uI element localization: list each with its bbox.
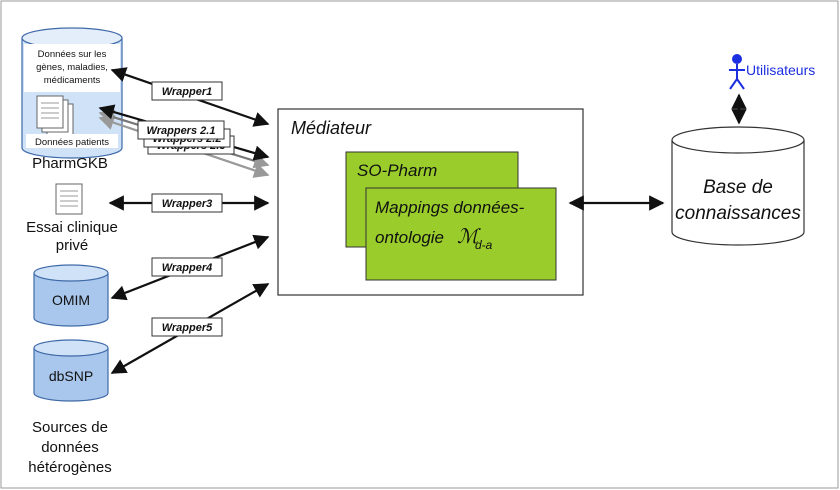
mappings-symbol: ℳ xyxy=(457,226,481,248)
wrapper5-label: Wrapper5 xyxy=(162,322,213,334)
dbsnp-database: dbSNP xyxy=(33,339,109,402)
wrapper4-label: Wrapper4 xyxy=(162,262,213,274)
pharmgkb-database: Données sur les gènes, maladies, médicam… xyxy=(21,27,123,159)
patients-label: Données patients xyxy=(35,137,109,148)
wrapper5-label-box: Wrapper5 xyxy=(151,317,223,337)
mappings-box: Mappings données- ontologie ℳ d-a xyxy=(365,187,557,281)
omim-label: OMIM xyxy=(52,292,90,308)
wrapper2-1-label: Wrappers 2.1 xyxy=(147,125,216,137)
kb-line-1: Base de xyxy=(703,177,773,198)
essai-label-line-2: privé xyxy=(56,237,89,254)
user-icon xyxy=(729,54,745,90)
footer-line-3: hétérogènes xyxy=(28,459,111,476)
footer-line-2: données xyxy=(41,439,99,456)
mappings-line-2: ontologie xyxy=(375,228,444,247)
kb-line-2: connaissances xyxy=(675,203,801,224)
wrapper4-label-box: Wrapper4 xyxy=(151,257,223,277)
footer-line-1: Sources de xyxy=(32,419,108,436)
mappings-subscript: d-a xyxy=(475,238,493,252)
pharmgkb-text-line-3: médicaments xyxy=(44,75,101,86)
clinical-trial-document-icon xyxy=(55,183,83,215)
so-pharm-label: SO-Pharm xyxy=(357,161,437,180)
wrapper1-label: Wrapper1 xyxy=(162,86,213,98)
wrapper3-label-box: Wrapper3 xyxy=(151,193,223,213)
user-label: Utilisateurs xyxy=(746,62,815,78)
knowledge-base-database: Base de connaissances xyxy=(671,126,805,246)
pharmgkb-label: PharmGKB xyxy=(32,155,108,172)
wrapper1-label-box: Wrapper1 xyxy=(151,81,223,101)
wrapper3-label: Wrapper3 xyxy=(162,198,213,210)
wrapper2-label-stack: Wrappers 2.3 Wrappers 2.2 Wrappers 2.1 xyxy=(137,120,235,155)
patient-documents-icon xyxy=(36,95,74,137)
pharmgkb-text-line-1: Données sur les xyxy=(38,49,107,60)
mediator-title: Médiateur xyxy=(291,118,372,138)
dbsnp-label: dbSNP xyxy=(49,368,93,384)
mappings-line-1: Mappings données- xyxy=(375,198,525,217)
omim-database: OMIM xyxy=(33,264,109,327)
essai-label-line-1: Essai clinique xyxy=(26,219,118,236)
pharmgkb-text-line-2: gènes, maladies, xyxy=(36,62,108,73)
